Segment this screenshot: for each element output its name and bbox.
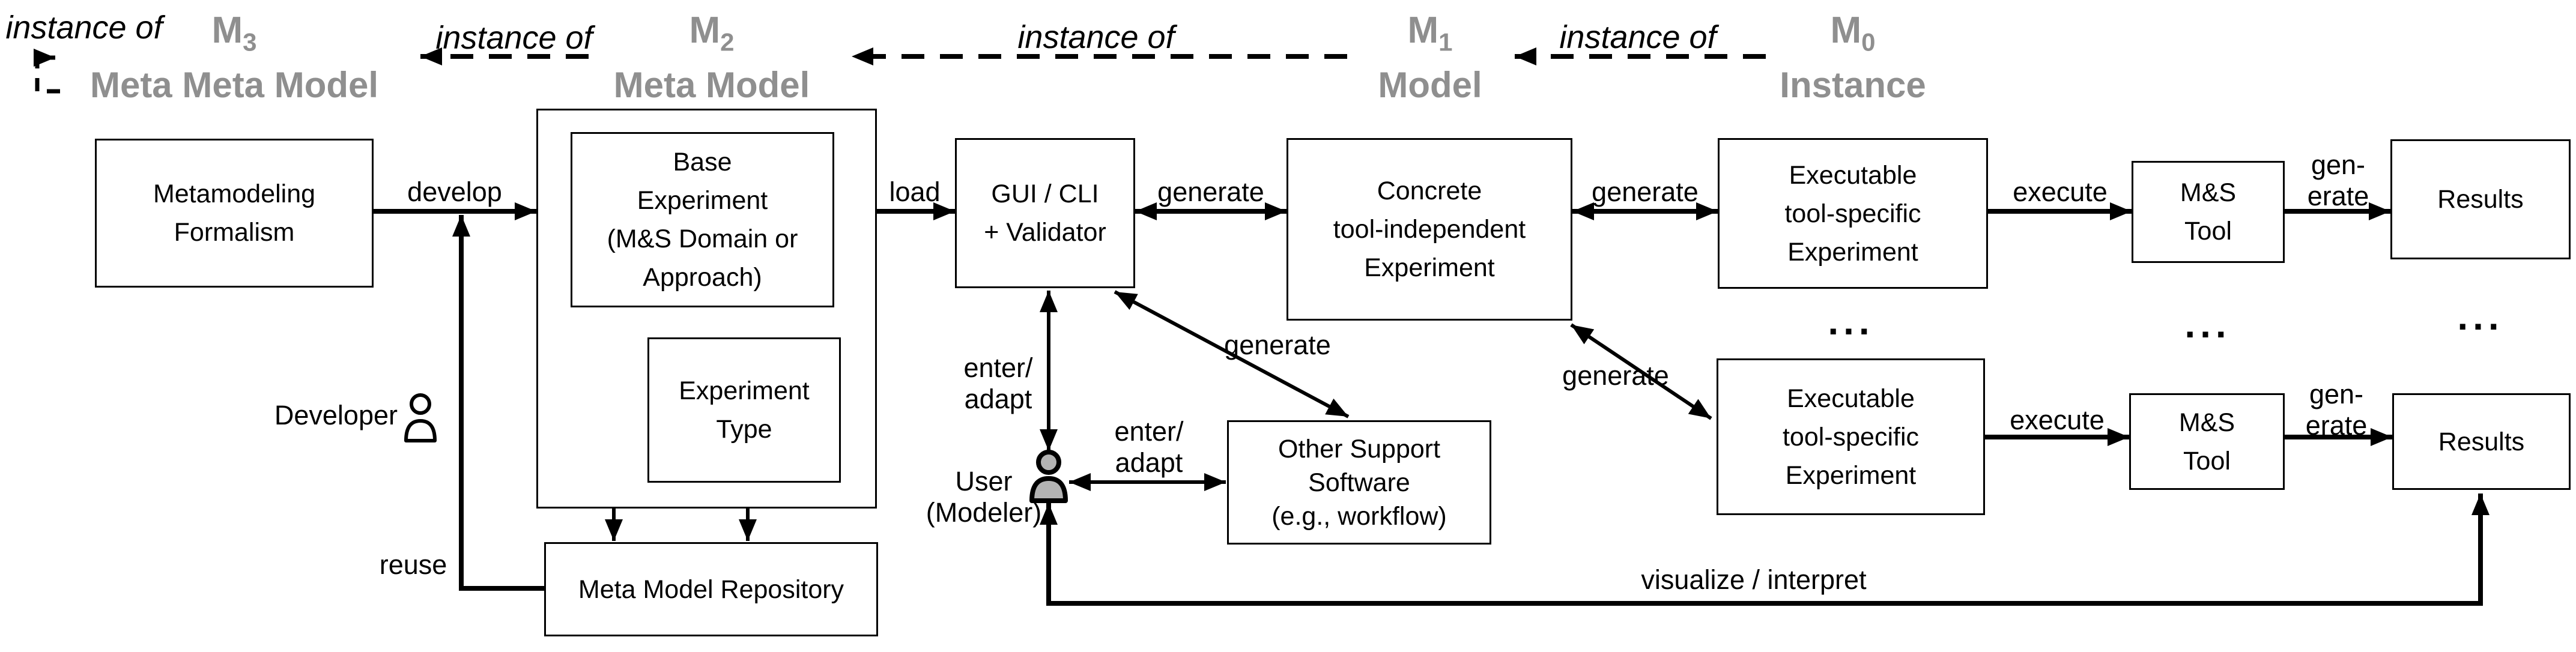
reuse-arrow <box>452 215 544 591</box>
user-icon <box>1029 450 1068 503</box>
ms-tool-box-2: M&S Tool <box>2129 393 2285 490</box>
level-header-m3: M3 Meta Meta Model <box>90 10 378 103</box>
level-symbol-m1: M1 <box>1407 10 1453 56</box>
executable-experiment-box-1: Executable tool-specific Experiment <box>1718 138 1988 289</box>
instance-of-self-arrow <box>34 49 60 94</box>
ellipsis-mstool: ... <box>2184 303 2231 346</box>
load-label: load <box>889 177 941 207</box>
reuse-label: reuse <box>379 549 447 580</box>
user-modeler-label: User (Modeler) <box>926 466 1042 528</box>
visualize-interpret-label: visualize / interpret <box>1641 564 1867 595</box>
visualize-interpret-arrow <box>1040 494 2490 606</box>
ellipsis-executable: ... <box>1828 300 1874 343</box>
developer-icon <box>404 393 437 442</box>
gen-erate-label-2: gen- erate <box>2305 379 2368 441</box>
level-symbol-m3: M3 <box>211 10 257 56</box>
generate-label-gui-concrete: generate <box>1157 177 1264 207</box>
ms-tool-box-1: M&S Tool <box>2132 161 2285 263</box>
base-experiment-box: Base Experiment (M&S Domain or Approach) <box>571 132 834 307</box>
level-header-m0: M0 Instance <box>1780 10 1926 103</box>
meta-model-repository-box: Meta Model Repository <box>544 542 878 636</box>
generate-arrow-concrete-exec2 <box>1570 323 1712 420</box>
instance-of-label-m1-m2: instance of <box>1017 19 1175 55</box>
results-box-2: Results <box>2392 393 2571 490</box>
instance-of-label-m2-m3: instance of <box>435 20 593 56</box>
ellipsis-results: ... <box>2457 295 2504 338</box>
enter-adapt-label-vertical: enter/ adapt <box>963 352 1033 414</box>
other-support-software-box: Other Support Software (e.g., workflow) <box>1227 420 1491 545</box>
concrete-experiment-box: Concrete tool-independent Experiment <box>1286 138 1572 321</box>
level-name-m0: Instance <box>1780 65 1926 106</box>
execute-label-2: execute <box>2010 405 2105 435</box>
generate-arrow-gui-oss <box>1114 290 1350 418</box>
instance-of-label-m0-m1: instance of <box>1559 19 1717 55</box>
level-header-m2: M2 Meta Model <box>614 10 810 103</box>
level-name-m2: Meta Model <box>613 65 810 106</box>
generate-label-gui-oss: generate <box>1224 330 1331 360</box>
level-symbol-m2: M2 <box>689 10 735 56</box>
results-box-1: Results <box>2390 139 2571 259</box>
metamodeling-formalism-box: Metamodeling Formalism <box>95 139 374 288</box>
develop-label: develop <box>407 177 502 207</box>
level-name-m3: Meta Meta Model <box>89 65 379 106</box>
generate-label-concrete-exec1: generate <box>1592 177 1699 207</box>
level-symbol-m0: M0 <box>1830 10 1876 56</box>
experiment-type-box: Experiment Type <box>647 337 841 483</box>
gen-erate-label-1: gen- erate <box>2307 149 2369 211</box>
developer-label: Developer <box>274 400 398 430</box>
enter-adapt-label-horizontal: enter/ adapt <box>1114 416 1184 478</box>
gui-cli-validator-box: GUI / CLI + Validator <box>955 138 1135 288</box>
instance-of-label-self: instance of <box>5 10 163 46</box>
generate-label-concrete-exec2: generate <box>1562 360 1669 391</box>
execute-label-1: execute <box>2013 177 2108 207</box>
level-name-m1: Model <box>1378 65 1482 106</box>
executable-experiment-box-2: Executable tool-specific Experiment <box>1717 358 1985 515</box>
level-header-m1: M1 Model <box>1378 10 1482 103</box>
